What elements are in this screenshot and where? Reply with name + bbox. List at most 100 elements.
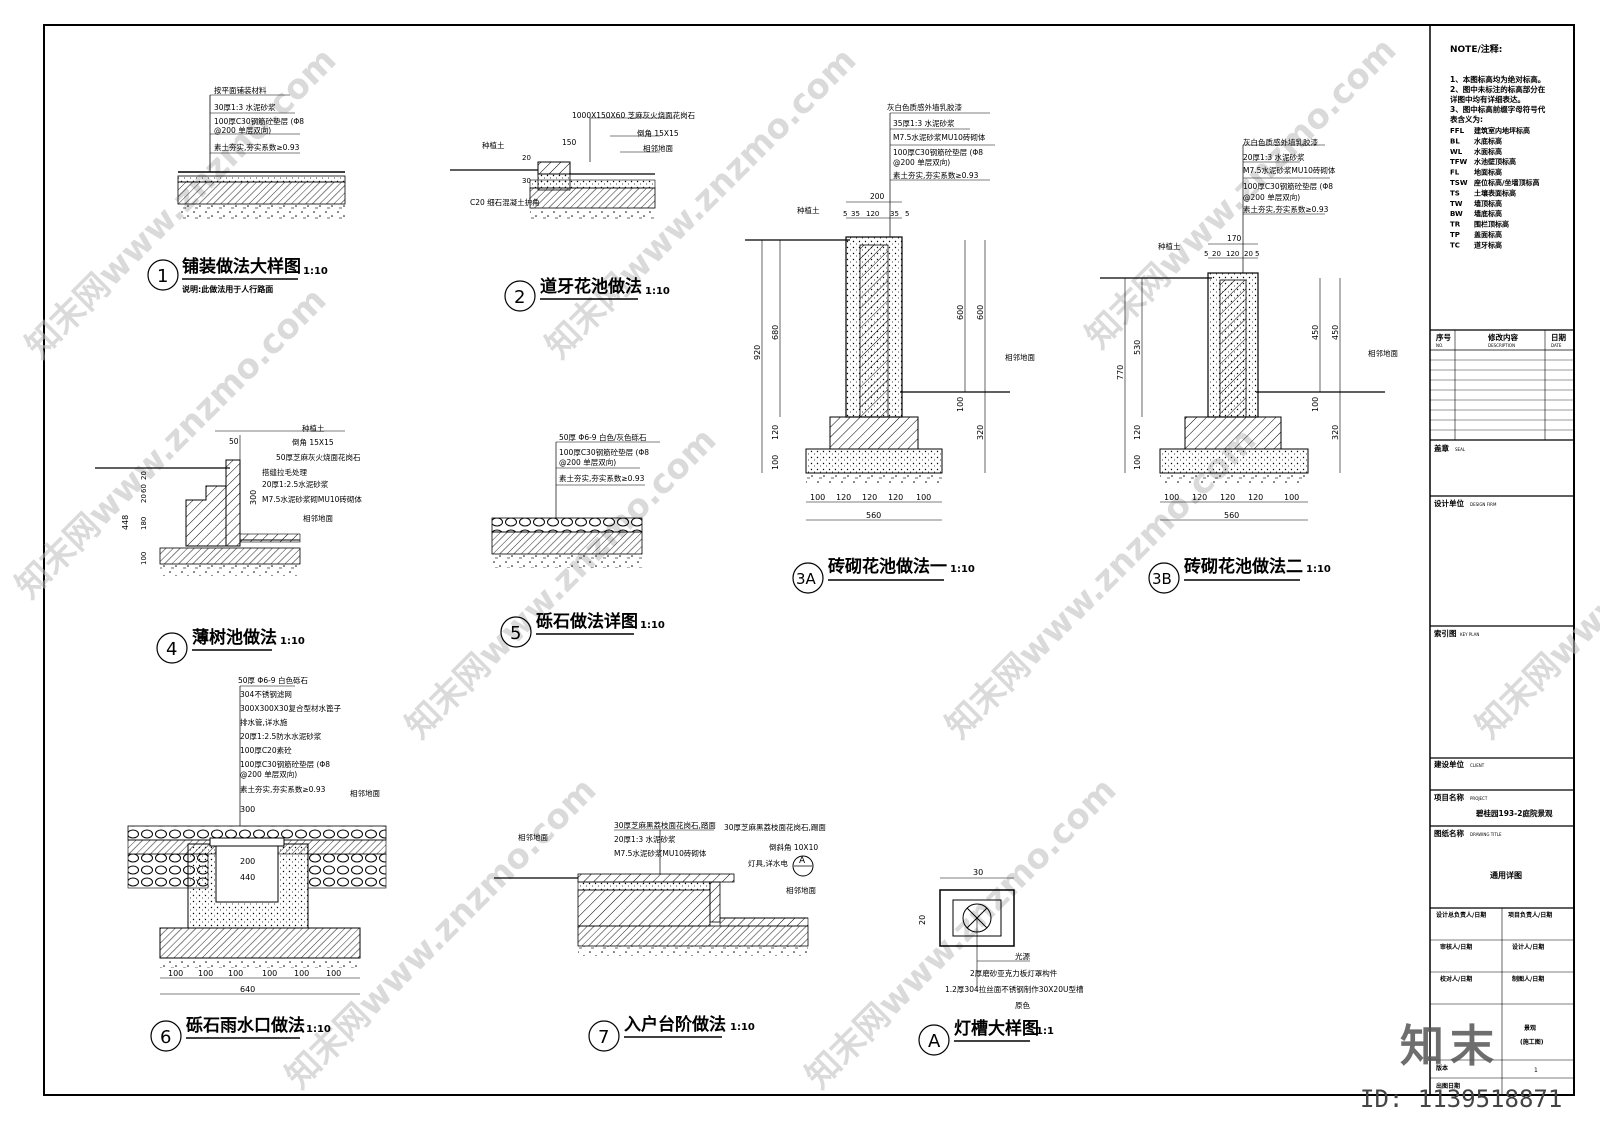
note-line-0: 1、本图标高均为绝对标高。 [1450,74,1545,84]
d3b-layer-4: @200 单层双向) [1243,192,1300,202]
d5-title: 砾石做法详图 [536,611,638,632]
d4-layer-5: M7.5水泥砂浆砌MU10砖砌体 [262,494,362,504]
detail-4-tree-pit: 种植土 倒角 15X15 50厚芝麻灰火烧面花岗石 搭缝拉毛处理 20厚1:2.… [95,423,362,664]
d3b-layer-5: 素土夯实,夯实系数≥0.93 [1243,204,1329,214]
dA-dim-0: 30 [973,868,983,877]
d6-dim-1: 200 [240,857,255,866]
d3a-bottom-3: 120 [888,493,903,502]
note-code: TW [1450,200,1463,208]
d3a-bottom-4: 100 [916,493,931,502]
d6-layer-5: 100厚C20素砼 [240,745,292,755]
d6-layer-8: 素土夯实,夯实系数≥0.93 [240,784,326,794]
tb-sig-5: 校对人/日期 [1440,975,1472,983]
note-code-text: 座位标高/坐墙顶标高 [1474,178,1540,187]
tb-client-en: CLIENT [1470,763,1485,768]
note-code: FL [1450,169,1460,177]
d3a-v-0: 920 [753,345,762,360]
d3b-bottom-1: 120 [1192,493,1207,502]
d3b-top-4: 20 [1244,250,1253,258]
d3b-v-6: 100 [1133,455,1142,470]
tb-project-name: 碧桂园193-2庭院景观 [1475,808,1553,818]
note-code-text: 土壤表面标高 [1474,188,1516,197]
svg-text:知末网www.znzmo.com: 知末网www.znzmo.com [1468,420,1600,746]
tb-sig-2: 项目负责人/日期 [1508,911,1552,919]
tb-design-unit-en: DESIGN FIRM [1470,502,1497,507]
d6-layer-3: 排水管,详水施 [240,717,288,727]
d3b-v-7: 320 [1331,425,1340,440]
d3b-v-3: 450 [1331,325,1340,340]
d3b-scale: 1:10 [1306,564,1331,575]
tb-client: 建设单位 [1433,759,1464,769]
note-code: TP [1450,231,1460,239]
d3a-adj: 相邻地面 [1005,352,1035,362]
detail-5-gravel: 50厚 Φ6-9 白色/灰色砾石 100厚C30钢筋砼垫层 (Φ8 @200 单… [491,432,665,648]
dA-title: 灯槽大样图 [954,1018,1039,1039]
note-code: TS [1450,189,1460,197]
tb-seal-en: SEAL [1455,447,1466,452]
d3b-top-1: 5 [1204,250,1208,258]
d7-layer-2: M7.5水泥砂浆MU10砖砌体 [614,848,707,858]
d3b-layer-0: 灰白色质感外墙乳胶漆 [1243,137,1318,147]
tb-date-label: 出图日期 [1436,1082,1460,1090]
d3a-number: 3A [796,570,817,588]
d1-title: 铺装做法大样图 [182,256,301,277]
d4-dim-1: 300 [249,490,258,505]
d3b-v-4: 100 [1311,397,1320,412]
note-line-2: 详图中均有详细表达。 [1450,94,1525,104]
tb-seal: 盖章 [1434,443,1450,453]
d7-callout-bubble [792,855,814,877]
tb-sig-4: 设计人/日期 [1512,943,1544,951]
d3a-total: 560 [866,511,881,520]
d1-layer-1: 30厚1:3 水泥砂浆 [214,102,276,112]
note-title: NOTE/注释: [1450,43,1502,55]
d2-title: 道牙花池做法 [540,276,642,297]
d3a-top-5: 5 [905,210,909,218]
note-code-text: 墙顶标高 [1474,199,1502,208]
d3b-bottom-2: 120 [1220,493,1235,502]
note-code: TFW [1450,158,1468,166]
d3a-v-6: 100 [771,455,780,470]
detail-a-light-slot: 30 20 光源 2厚磨砂亚克力板灯罩构件 1.2厚304拉丝面不锈钢制作30X… [918,868,1084,1056]
tb-project-label-en: PROJECT [1470,796,1488,801]
d4-layer-0: 种植土 [302,423,325,433]
d3a-bottom-2: 120 [862,493,877,502]
detail-6-drain: 50厚 Φ6-9 白色砾石 304不锈钢滤网 300X300X30复合型材水篦子… [127,675,387,1052]
note-code-text: 水面标高 [1474,147,1502,156]
tb-stage: 景观 [1523,1024,1536,1032]
tb-rev-desc: 修改内容 [1487,332,1518,342]
titleblock: NOTE/注释: 1、本图标高均为绝对标高。 2、图中未标注的标高部分在 详图中… [1430,43,1574,1095]
d7-right-1: 倒斜角 10X10 [769,842,818,852]
d3b-top-5: 5 [1255,250,1259,258]
d3a-bottom-1: 120 [836,493,851,502]
d2-left-1: C20 细石混凝土护角 [470,197,540,207]
note-code-text: 水底标高 [1474,136,1502,145]
d3b-v-1: 530 [1133,340,1142,355]
d4-layer-1: 倒角 15X15 [292,437,334,447]
d3b-layer-2: M7.5水泥砂浆MU10砖砌体 [1243,165,1336,175]
d6-number: 6 [160,1027,171,1048]
d3a-soil: 种植土 [797,205,820,215]
d3a-top-2: 35 [851,210,860,218]
d6-dim-2: 440 [240,873,255,882]
tb-rev-no-en: NO. [1436,343,1443,348]
d2-number: 2 [514,287,525,308]
note-code: TR [1450,221,1461,229]
d3a-title: 砖砌花池做法一 [828,556,947,577]
tb-rev-desc-en: DESCRIPTION [1488,343,1515,348]
d3b-number: 3B [1152,570,1172,588]
d3b-v-2: 450 [1311,325,1320,340]
watermark-brand: 知末 [1400,1021,1500,1072]
d1-layer-4: 素土夯实,夯实系数≥0.93 [214,142,300,152]
d4-layer-3: 搭缝拉毛处理 [262,467,307,477]
d4-title: 薄树池做法 [192,627,277,648]
d3b-top-0: 170 [1227,234,1242,243]
d6-dim-4: 100 [198,969,213,978]
detail-7-step: 30厚芝麻黑荔枝面花岗石,踏面 20厚1:3 水泥砂浆 M7.5水泥砂浆MU10… [494,820,826,1052]
d4-dim-3: 20 [140,471,148,480]
d6-scale: 1:10 [306,1024,331,1035]
svg-text:知末网www.znzmo.com: 知末网www.znzmo.com [398,420,724,746]
tb-rev-no: 序号 [1436,332,1452,342]
note-code: BW [1450,210,1463,218]
note-line-3: 3、图中标高前缀字母符号代 [1450,104,1546,114]
